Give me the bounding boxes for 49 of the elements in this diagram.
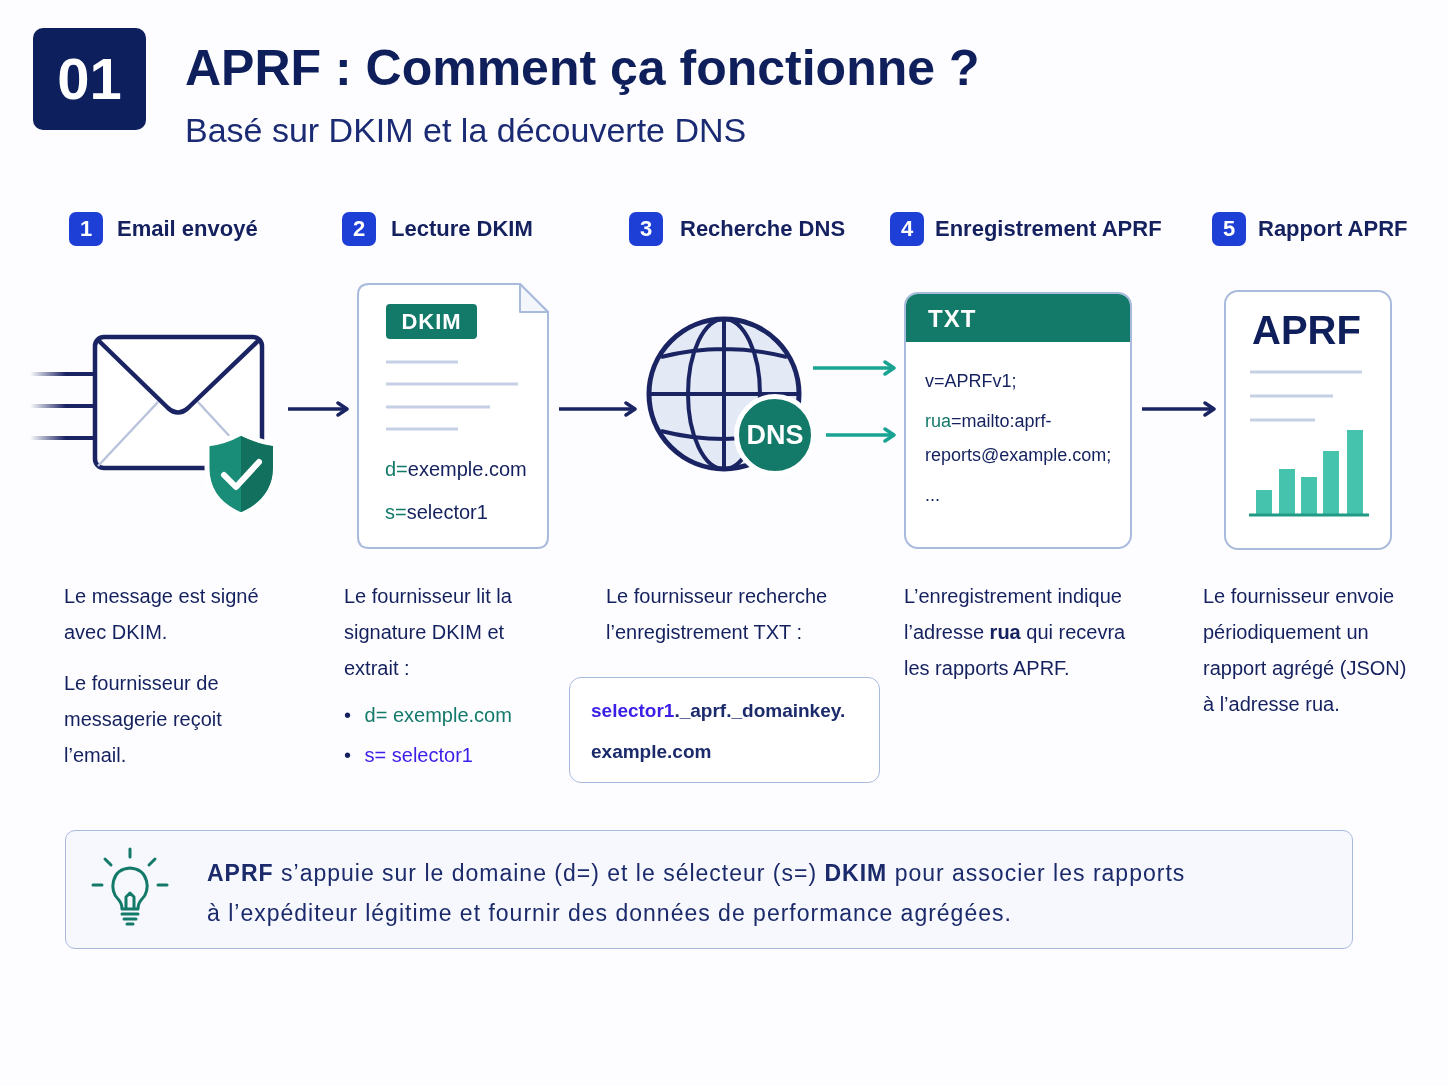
step-title: Lecture DKIM xyxy=(391,215,533,243)
list-item: • d= exemple.com xyxy=(344,703,512,728)
step-title: Email envoyé xyxy=(117,215,258,243)
circle-text: DNS xyxy=(746,420,804,450)
arrow xyxy=(288,401,349,417)
tag xyxy=(386,304,477,339)
number-tile xyxy=(33,28,146,130)
note-text: APRF s’appuie sur le domaine (d=) et le sélecteur (s=) DKIM pour associer les rapports à l’expéditeur légitime et fournir des données de performance agrégées. xyxy=(207,859,1187,928)
step-number: 4 xyxy=(900,216,914,242)
report-title: APRF xyxy=(1252,308,1361,352)
arrow xyxy=(1142,401,1216,417)
step-description: Le fournisseur envoie périodiquement un rapport agrégé (JSON) à l’adresse rua. xyxy=(1203,584,1408,717)
step-number: 5 xyxy=(1222,216,1236,242)
code-box xyxy=(569,677,880,783)
step-number: 3 xyxy=(639,216,653,242)
info-box xyxy=(65,830,1353,949)
step-description: Le fournisseur lit la signature DKIM et extrait : xyxy=(344,584,513,681)
title: APRF : Comment ça fonctionne ? xyxy=(185,39,980,98)
step-description: Le fournisseur recherche l’enregistrement TXT : xyxy=(606,584,829,645)
step-number-tile xyxy=(1212,212,1246,246)
record-line: rua=mailto:aprf-reports@example.com; xyxy=(925,410,1113,467)
record-line: ... xyxy=(925,484,941,507)
card-header: TXT xyxy=(906,294,1130,342)
section-number: 01 xyxy=(57,47,122,111)
arrow xyxy=(826,427,896,443)
record-line: v=APRFv1; xyxy=(925,370,1018,393)
arrow xyxy=(813,360,896,376)
step-number: 2 xyxy=(352,216,366,242)
dkim-field: s=selector1 xyxy=(385,498,527,526)
tag-text: DKIM xyxy=(401,308,462,335)
step-title: Rapport APRF xyxy=(1258,215,1408,243)
step-number-tile xyxy=(342,212,376,246)
step-title: Recherche DNS xyxy=(680,215,846,243)
record-card xyxy=(904,292,1132,549)
report-card xyxy=(1224,290,1392,550)
subtitle: Basé sur DKIM et la découverte DNS xyxy=(185,110,747,151)
step-number: 1 xyxy=(79,216,93,242)
step-description: Le message est signé avec DKIM. xyxy=(64,584,260,645)
step-description: Le fournisseur de messagerie reçoit l’email. xyxy=(64,671,223,768)
step-number-tile xyxy=(890,212,924,246)
arrow xyxy=(559,401,637,417)
step-description: L’enregistrement indique l’adresse rua qui recevra les rapports APRF. xyxy=(904,584,1127,681)
step-number-tile xyxy=(629,212,663,246)
dns-query: selector1._aprf._domainkey. example.com xyxy=(591,699,847,764)
document-card xyxy=(357,283,549,549)
step-number-tile xyxy=(69,212,103,246)
list-item: • s= selector1 xyxy=(344,743,473,768)
step-title: Enregistrement APRF xyxy=(935,215,1162,243)
dkim-field: d=exemple.com xyxy=(385,455,527,483)
